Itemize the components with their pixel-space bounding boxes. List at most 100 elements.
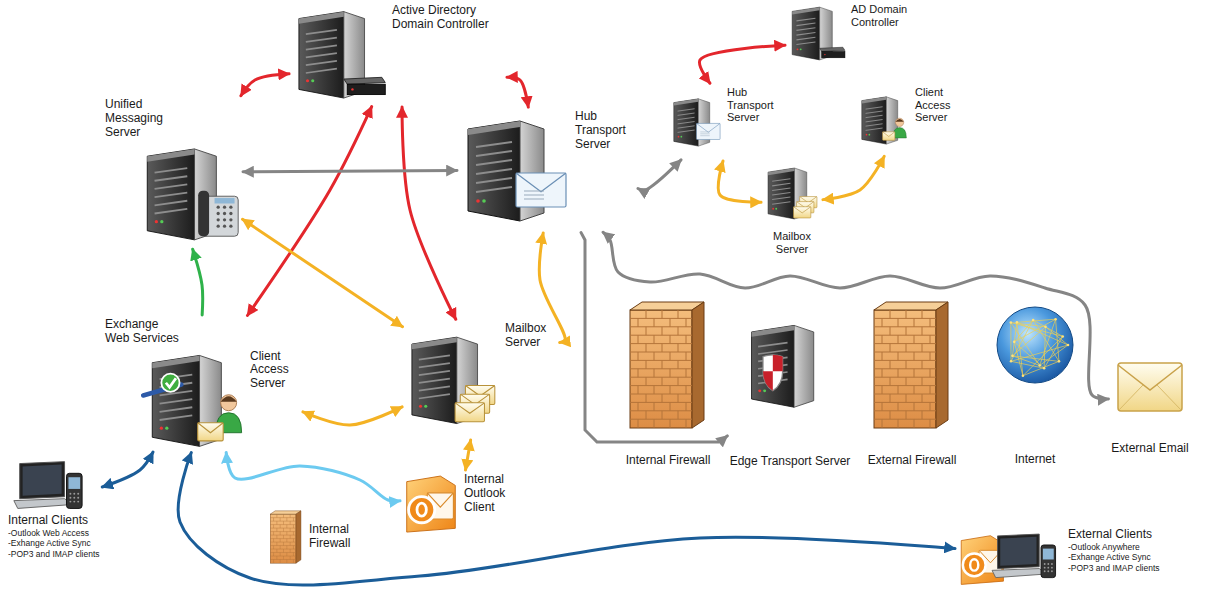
connector <box>193 249 203 315</box>
text-stack: External Clients-Outlook Anywhere-Exhang… <box>1068 528 1160 574</box>
unified-messaging-server: Unified Messaging Server <box>105 98 240 246</box>
node-row: Exchange Web Services <box>105 318 185 346</box>
connector <box>178 453 955 585</box>
node-label: AD Domain Controller <box>851 3 923 28</box>
node-row: External Clients-Outlook Anywhere-Exhang… <box>958 528 1160 586</box>
node-row: Internal Firewall <box>626 454 711 468</box>
node-label: External Firewall <box>868 454 957 468</box>
firewall: Internal Firewall <box>626 300 711 468</box>
edge-transport-server: Edge Transport Server <box>730 298 851 469</box>
node-row: Mailbox Server <box>766 230 818 255</box>
server-icon <box>745 298 835 433</box>
node-row: Mailbox Server <box>405 322 557 437</box>
internet: Internet <box>995 305 1075 467</box>
node-row: Internal Outlook Client <box>403 473 516 537</box>
node-label: Unified Messaging Server <box>105 98 170 139</box>
node-sublabel: -POP3 and IMAP clients <box>1068 563 1160 574</box>
server-icon <box>140 141 240 246</box>
node-row <box>8 458 86 514</box>
domain-controller: AD Domain Controller <box>788 3 923 63</box>
node-row <box>105 141 240 246</box>
node-row: Unified Messaging Server <box>105 98 170 139</box>
connector <box>247 107 371 316</box>
external-email: External Email <box>1111 362 1188 456</box>
firewall: Internal Firewall <box>268 510 361 564</box>
node-label: Exchange Web Services <box>105 318 185 346</box>
node-sublabel: -Exhange Active Sync <box>1068 552 1160 563</box>
node-sublabel: Client Access Server <box>250 350 300 391</box>
server-icon <box>670 86 722 158</box>
node-row <box>995 305 1075 385</box>
node-row: Client Access Server <box>105 350 300 450</box>
node-row <box>872 300 952 430</box>
connector <box>465 440 470 470</box>
connector <box>102 452 153 487</box>
server-icon <box>460 110 570 230</box>
node-label: Internet <box>1015 453 1056 467</box>
node-sublabel: -Outlook Anywhere <box>1068 542 1160 553</box>
node-label: External Email <box>1111 442 1188 456</box>
outlook-icon <box>403 473 459 537</box>
node-row: Client Access Server <box>858 86 963 154</box>
envelope-icon <box>1117 362 1183 412</box>
node-label: Mailbox Server <box>505 322 557 350</box>
node-row: Hub Transport Server <box>460 110 635 230</box>
connector <box>718 161 761 202</box>
node-label: Active Directory Domain Controller <box>392 4 504 32</box>
globe-icon <box>995 305 1075 385</box>
node-row: Hub Transport Server <box>670 86 783 158</box>
server-icon <box>858 86 910 154</box>
node-label: Hub Transport Server <box>575 110 635 151</box>
connector <box>303 407 402 425</box>
firewall: External Firewall <box>868 300 957 468</box>
node-label: Internal Firewall <box>626 454 711 468</box>
node-row: External Email <box>1111 442 1188 456</box>
node-row: -POP3 and IMAP clients <box>8 549 100 560</box>
extclients-icon <box>958 528 1063 586</box>
client-group: Internal Clients-Outlook Web Access-Exha… <box>8 458 100 560</box>
node-label: Internal Firewall <box>309 523 361 551</box>
node-sublabel: -Exhange Active Sync <box>8 538 91 549</box>
node-row: Edge Transport Server <box>730 455 851 469</box>
connector <box>638 160 681 190</box>
connector <box>699 45 785 83</box>
connector <box>402 107 456 319</box>
node-row <box>764 160 820 226</box>
node-sublabel: -Outlook Web Access <box>8 528 89 539</box>
firewall-icon <box>872 300 952 430</box>
node-row: Active Directory Domain Controller <box>292 4 504 104</box>
domain-controller: Active Directory Domain Controller <box>292 4 504 104</box>
node-label: Client Access Server <box>915 86 963 124</box>
node-label: Edge Transport Server <box>730 455 851 469</box>
laptop-icon <box>8 458 86 514</box>
firewall-icon <box>628 300 708 430</box>
connector <box>243 171 457 172</box>
node-row: AD Domain Controller <box>788 3 923 63</box>
hub-transport-server: Hub Transport Server <box>670 86 783 158</box>
server-icon <box>405 322 500 437</box>
hub-transport-server: Hub Transport Server <box>460 110 635 230</box>
server-icon <box>145 350 245 450</box>
node-row <box>1117 362 1183 412</box>
node-row: Internal Clients <box>8 514 88 528</box>
connector <box>823 156 884 199</box>
connector <box>581 233 727 442</box>
node-row: -Exhange Active Sync <box>8 538 91 549</box>
node-label: Internal Clients <box>8 514 88 528</box>
client-access-server: Client Access Server <box>858 86 963 154</box>
node-row <box>745 298 835 433</box>
node-label: Internal Outlook Client <box>464 473 516 514</box>
node-label: External Clients <box>1068 528 1160 542</box>
server-icon <box>764 160 820 226</box>
node-row: Internal Firewall <box>268 510 361 564</box>
client-group: External Clients-Outlook Anywhere-Exhang… <box>958 528 1160 586</box>
node-sublabel: -POP3 and IMAP clients <box>8 549 100 560</box>
mailbox-server: Mailbox Server <box>405 322 557 437</box>
client-access-server: Exchange Web ServicesClient Access Serve… <box>105 318 300 450</box>
outlook-client: Internal Outlook Client <box>403 473 516 537</box>
connector <box>241 74 289 96</box>
firewall-icon <box>268 510 304 564</box>
